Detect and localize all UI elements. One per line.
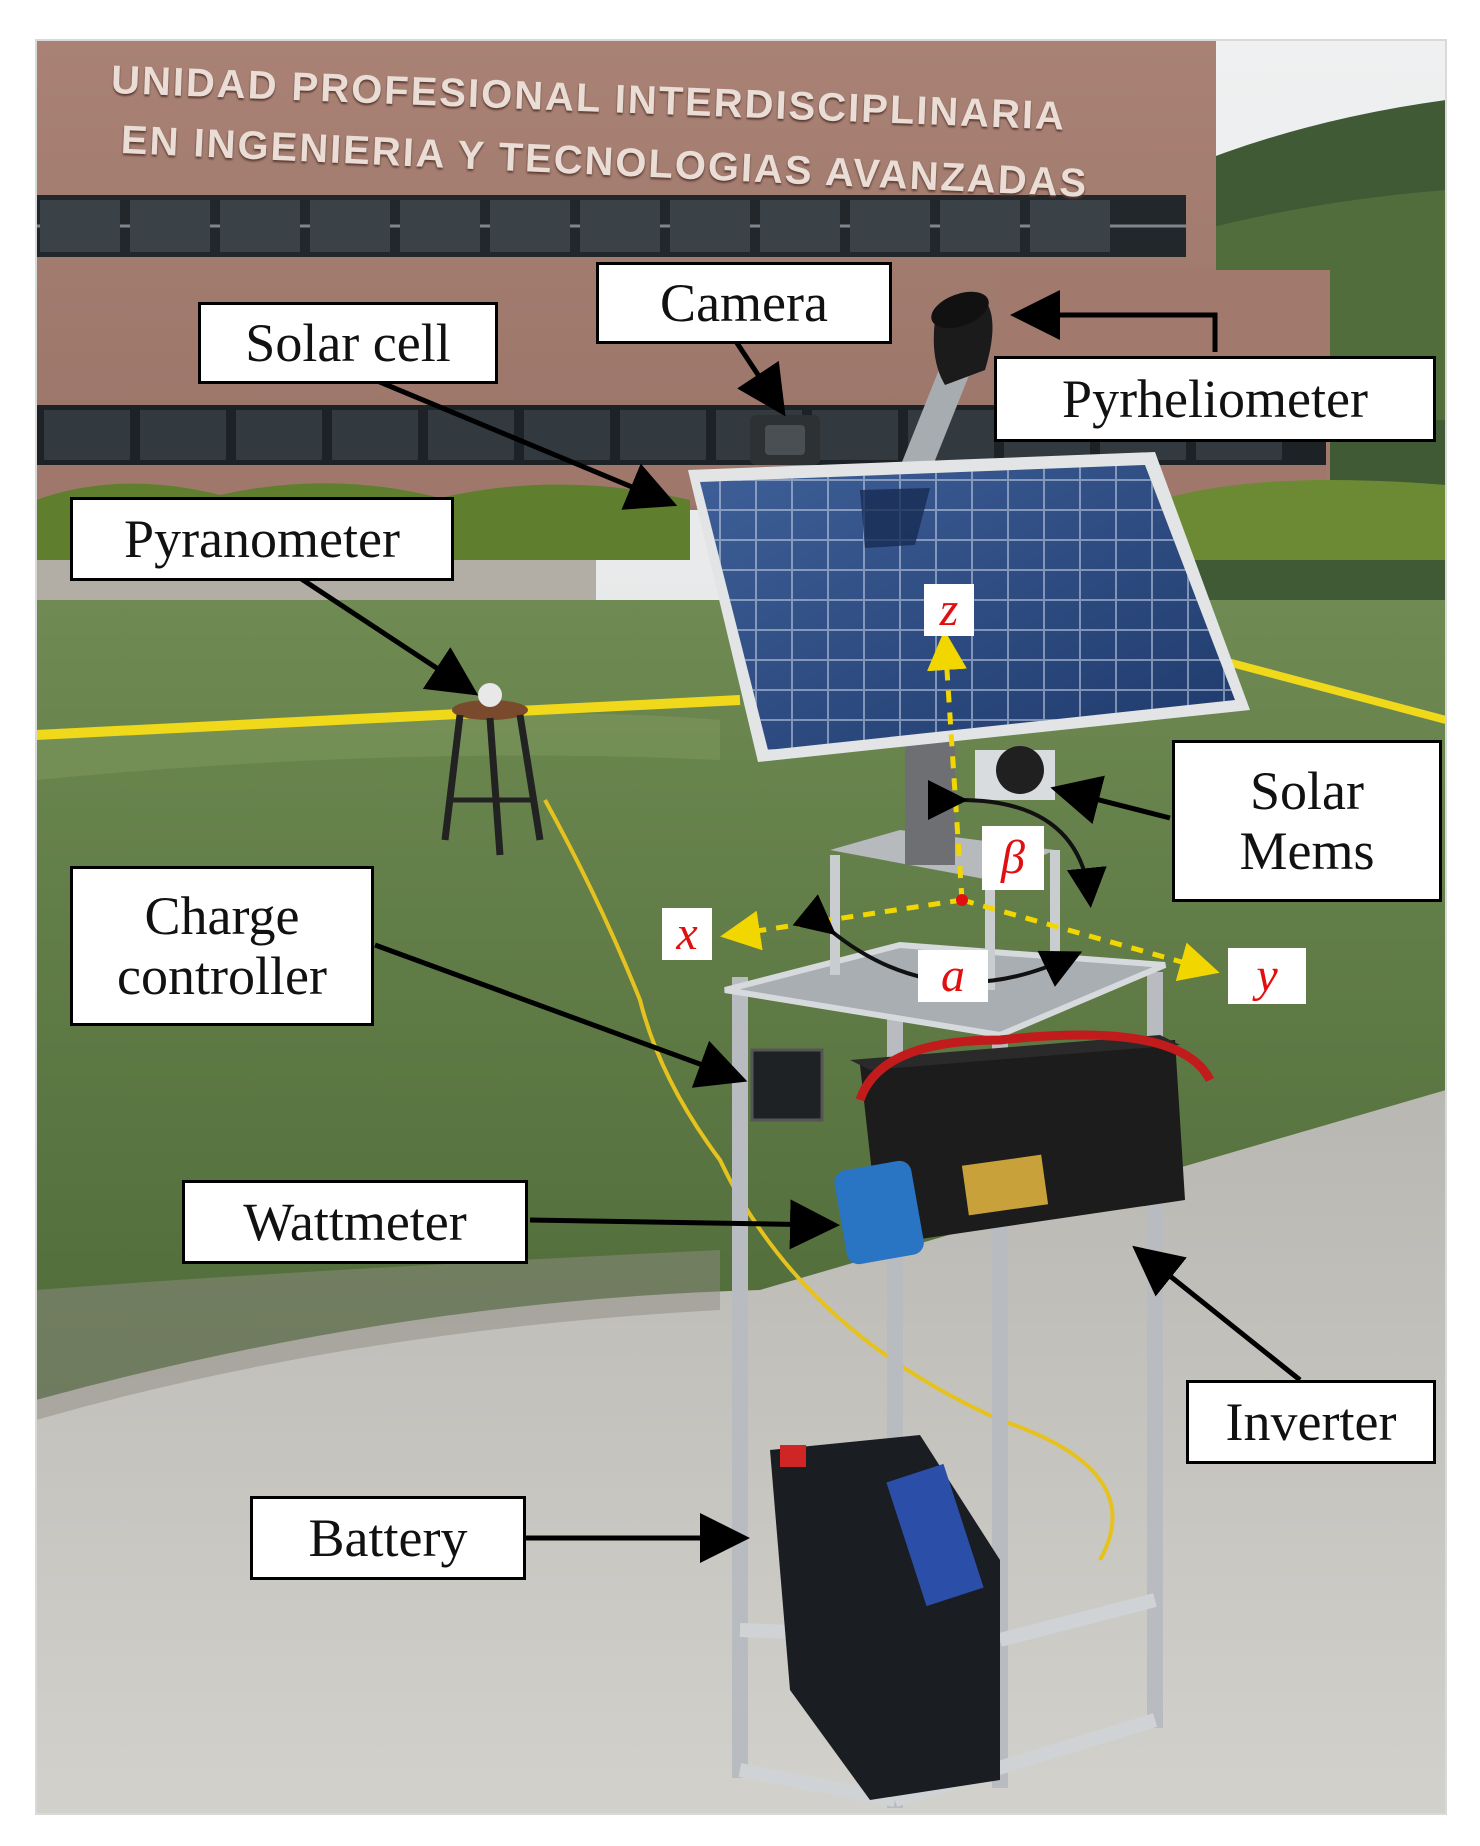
label-inverter: Inverter (1186, 1380, 1436, 1464)
label-pyranometer: Pyranometer (70, 497, 454, 581)
label-solar-cell: Solar cell (198, 302, 498, 384)
label-pyrheliometer: Pyrheliometer (994, 356, 1436, 442)
axis-label-beta: β (982, 826, 1044, 890)
label-solar-mems-line2: Mems (1239, 821, 1375, 881)
label-inverter-text: Inverter (1225, 1391, 1397, 1452)
label-solar-mems-line1: Solar (1250, 760, 1364, 821)
label-battery-text: Battery (308, 1507, 468, 1568)
label-charge-controller: Charge controller (70, 866, 374, 1026)
axis-label-x: x (662, 908, 712, 960)
label-pyranometer-text: Pyranometer (124, 508, 400, 569)
axis-label-z: z (924, 584, 974, 636)
label-charge-controller-line1: Charge (144, 885, 300, 946)
label-battery: Battery (250, 1496, 526, 1580)
label-camera-text: Camera (660, 272, 828, 333)
axis-label-alpha: a (918, 950, 988, 1002)
label-solar-cell-text: Solar cell (245, 312, 451, 373)
label-wattmeter-text: Wattmeter (243, 1191, 467, 1252)
label-solar-mems: Solar Mems (1172, 740, 1442, 902)
label-wattmeter: Wattmeter (182, 1180, 528, 1264)
label-camera: Camera (596, 262, 892, 344)
label-pyrheliometer-text: Pyrheliometer (1062, 368, 1368, 429)
axis-label-y: y (1228, 948, 1306, 1004)
label-charge-controller-line2: controller (117, 946, 327, 1006)
